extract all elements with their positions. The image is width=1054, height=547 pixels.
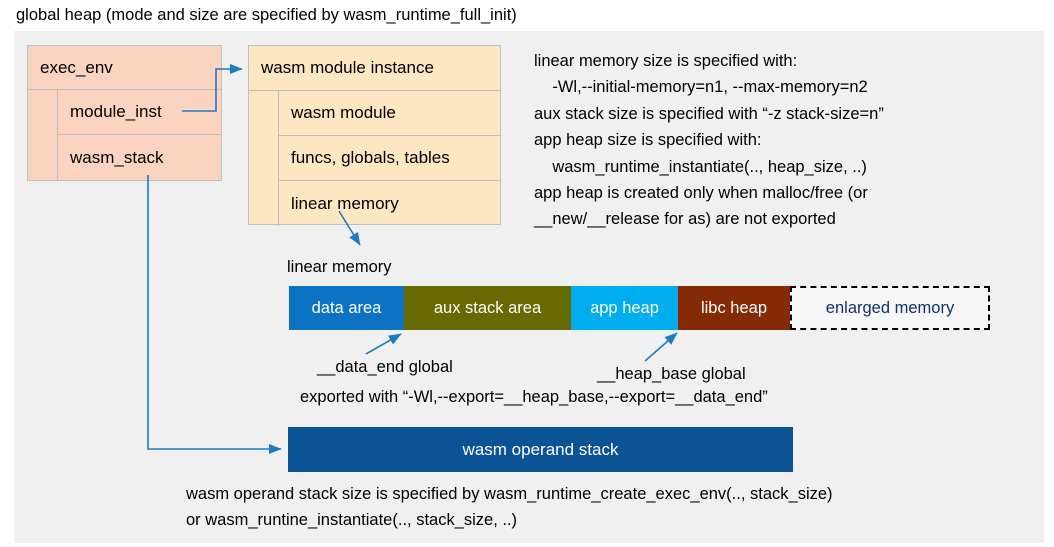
operand-stack-caption: wasm operand stack size is specified by … xyxy=(186,485,833,529)
module-instance-field-wasm-module: wasm module xyxy=(279,91,500,136)
module-instance-field-linear-memory: linear memory xyxy=(291,193,399,213)
module-instance-header: wasm module instance xyxy=(249,46,500,91)
module-instance-field-funcs-globals-tables: funcs, globals, tables xyxy=(279,136,500,181)
exec-env-field-module-inst: module_inst xyxy=(58,90,221,135)
memory-segment-enlarged-memory: enlarged memory xyxy=(790,286,990,330)
memory-segment-data-area: data area xyxy=(289,286,404,330)
exec-env-header: exec_env xyxy=(28,46,221,90)
module-instance-gutter xyxy=(249,91,279,226)
wasm-operand-stack-box: wasm operand stack xyxy=(288,427,793,472)
exec-env-body: module_inst wasm_stack xyxy=(28,90,221,180)
annotation-exported-with: exported with “-Wl,--export=__heap_base,… xyxy=(300,388,768,406)
exec-env-field-wasm-stack: wasm_stack xyxy=(70,147,164,167)
exec-env-box: exec_env module_inst wasm_stack xyxy=(27,45,222,181)
annotation-data-end: __data_end global xyxy=(317,358,453,376)
wasm-module-instance-box: wasm module instance wasm module funcs, … xyxy=(248,45,501,226)
exec-env-rows: module_inst wasm_stack xyxy=(58,90,221,180)
linear-memory-label: linear memory xyxy=(287,258,392,276)
memory-segment-aux-stack-area: aux stack area xyxy=(404,286,571,330)
annotation-heap-base: __heap_base global xyxy=(597,365,746,383)
module-instance-rows: wasm module funcs, globals, tables linea… xyxy=(279,91,500,226)
exec-env-gutter xyxy=(28,90,58,180)
memory-segment-libc-heap: libc heap xyxy=(678,286,790,330)
module-instance-body: wasm module funcs, globals, tables linea… xyxy=(249,91,500,226)
page-title: global heap (mode and size are specified… xyxy=(16,6,517,24)
memory-config-notes: linear memory size is specified with: -W… xyxy=(534,52,884,229)
memory-segment-app-heap: app heap xyxy=(571,286,678,330)
